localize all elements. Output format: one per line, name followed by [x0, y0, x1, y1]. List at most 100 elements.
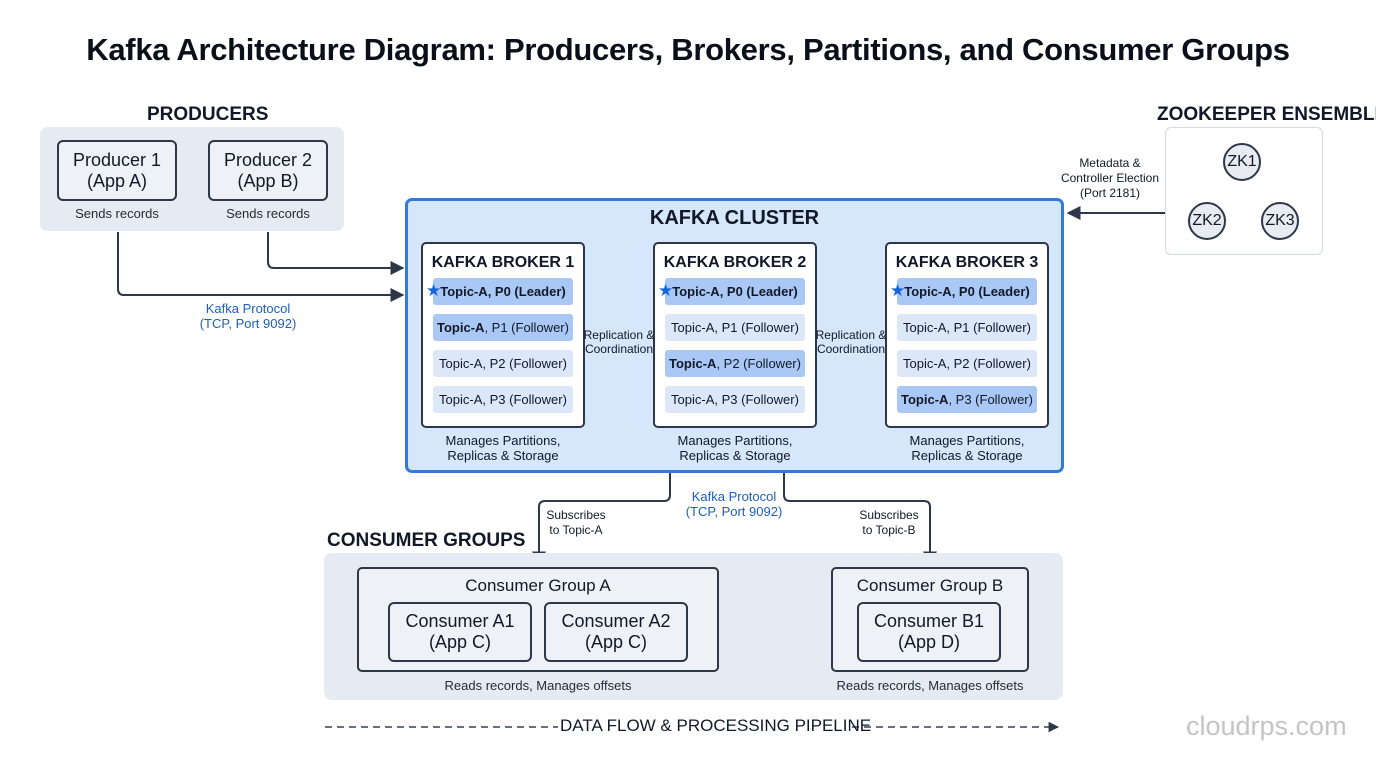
partition-topic: Topic-A — [903, 356, 947, 371]
consumer-a1-app: (App C) — [428, 632, 491, 652]
partition-topic: Topic-A — [669, 356, 717, 371]
consumer-b1-app: (App D) — [897, 632, 960, 652]
consumer-groups-heading: CONSUMER GROUPS — [327, 530, 526, 551]
producer1-arrow — [117, 232, 405, 302]
consumer-a2-name: Consumer A2 — [561, 611, 671, 631]
zookeeper-label-line2: Controller Election — [1060, 171, 1160, 185]
broker-2-desc-line1: Manages Partitions, — [677, 433, 793, 448]
broker-2-description: Manages Partitions, Replicas & Storage — [653, 433, 817, 463]
producer-1-name: Producer 1 — [72, 149, 162, 170]
broker-1-partition-p0[interactable]: ★Topic-A, P0 (Leader) — [426, 278, 573, 305]
replication-label-1: Replication & Coordination — [577, 328, 661, 356]
broker-3-desc-line1: Manages Partitions, — [909, 433, 1025, 448]
consumer-a2-box[interactable]: Consumer A2 (App C) — [544, 602, 688, 662]
broker-2[interactable]: KAFKA BROKER 2 ★Topic-A, P0 (Leader) Top… — [653, 242, 817, 428]
broker-1-partition-p3[interactable]: Topic-A, P3 (Follower) — [433, 386, 573, 413]
replication-label-2-line1: Replication & — [815, 328, 887, 342]
producers-heading: PRODUCERS — [147, 104, 269, 125]
subscribe-b-label: Subscribes to Topic-B — [849, 508, 929, 538]
consumer-protocol-label: Kafka Protocol (TCP, Port 9092) — [664, 489, 804, 519]
consumer-group-b-title: Consumer Group B — [856, 576, 1004, 595]
broker-1-partition-p1[interactable]: Topic-A, P1 (Follower) — [433, 314, 573, 341]
partition-topic: Topic-A — [904, 284, 952, 299]
broker-1-partition-p2[interactable]: Topic-A, P2 (Follower) — [433, 350, 573, 377]
producer2-arrow — [267, 232, 405, 275]
producer-2-name: Producer 2 — [223, 149, 313, 170]
consumer-b1-box[interactable]: Consumer B1 (App D) — [857, 602, 1001, 662]
producer-2-app: (App B) — [237, 170, 299, 191]
partition-detail: , P0 (Leader) — [719, 284, 798, 299]
consumer-a-arrow — [532, 473, 671, 566]
page-title: Kafka Architecture Diagram: Producers, B… — [86, 32, 1290, 67]
subscribe-a-label: Subscribes to Topic-A — [536, 508, 616, 538]
partition-topic: Topic-A — [671, 320, 715, 335]
partition-detail: , P3 (Follower) — [482, 392, 567, 407]
zookeeper-label-line3: (Port 2181) — [1079, 186, 1141, 200]
zookeeper-label-line1: Metadata & — [1079, 156, 1141, 170]
broker-3-partition-p2[interactable]: Topic-A, P2 (Follower) — [897, 350, 1037, 377]
broker-1-title: KAFKA BROKER 1 — [431, 254, 575, 271]
broker-1-desc-line2: Replicas & Storage — [447, 448, 559, 463]
broker-1-description: Manages Partitions, Replicas & Storage — [421, 433, 585, 463]
broker-3-description: Manages Partitions, Replicas & Storage — [885, 433, 1049, 463]
consumer-a2-app: (App C) — [584, 632, 647, 652]
consumer-protocol-line2: (TCP, Port 9092) — [685, 504, 783, 519]
producer-1-box[interactable]: Producer 1 (App A) — [57, 140, 177, 201]
partition-topic: Topic-A — [671, 392, 715, 407]
subscribe-a-line1: Subscribes — [546, 508, 606, 522]
partition-detail: , P1 (Follower) — [714, 320, 799, 335]
subscribe-a-line2: to Topic-A — [549, 523, 603, 537]
replication-label-2-line2: Coordination — [816, 342, 886, 356]
consumer-protocol-line1: Kafka Protocol — [691, 489, 777, 504]
broker-3-partition-p1[interactable]: Topic-A, P1 (Follower) — [897, 314, 1037, 341]
consumer-group-a-title: Consumer Group A — [465, 576, 611, 595]
leader-star-icon: ★ — [658, 281, 674, 300]
consumer-b1-name: Consumer B1 — [873, 611, 985, 631]
consumer-group-b-caption: Reads records, Manages offsets — [836, 678, 1024, 693]
leader-star-icon: ★ — [890, 281, 906, 300]
partition-detail: , P3 (Follower) — [948, 392, 1033, 407]
leader-star-icon: ★ — [426, 281, 442, 300]
producer-protocol-line1: Kafka Protocol — [205, 301, 291, 316]
broker-3-partition-p0[interactable]: ★Topic-A, P0 (Leader) — [890, 278, 1037, 305]
zk-node-1[interactable]: ZK1 — [1223, 143, 1261, 181]
partition-topic: Topic-A — [439, 356, 483, 371]
zookeeper-label: Metadata & Controller Election (Port 218… — [1050, 156, 1170, 201]
producer-1-caption: Sends records — [75, 206, 159, 221]
broker-2-partition-p2[interactable]: Topic-A, P2 (Follower) — [665, 350, 805, 377]
broker-2-partition-p1[interactable]: Topic-A, P1 (Follower) — [665, 314, 805, 341]
broker-1[interactable]: KAFKA BROKER 1 ★Topic-A, P0 (Leader) Top… — [421, 242, 585, 428]
partition-detail: , P2 (Follower) — [716, 356, 801, 371]
consumer-b-arrow — [783, 473, 937, 566]
zk-node-2[interactable]: ZK2 — [1188, 202, 1226, 240]
partition-topic: Topic-A — [901, 392, 949, 407]
broker-2-partition-p0[interactable]: ★Topic-A, P0 (Leader) — [658, 278, 805, 305]
producer-protocol-line2: (TCP, Port 9092) — [199, 316, 297, 331]
partition-topic: Topic-A — [672, 284, 720, 299]
broker-3[interactable]: KAFKA BROKER 3 ★Topic-A, P0 (Leader) Top… — [885, 242, 1049, 428]
producer-1-app: (App A) — [86, 170, 148, 191]
partition-detail: , P1 (Follower) — [946, 320, 1031, 335]
broker-3-title: KAFKA BROKER 3 — [895, 254, 1039, 271]
broker-3-partition-p3[interactable]: Topic-A, P3 (Follower) — [897, 386, 1037, 413]
partition-detail: , P3 (Follower) — [714, 392, 799, 407]
partition-topic: Topic-A — [437, 320, 485, 335]
broker-3-desc-line2: Replicas & Storage — [911, 448, 1023, 463]
partition-detail: , P0 (Leader) — [487, 284, 566, 299]
pipeline-label: DATA FLOW & PROCESSING PIPELINE — [560, 716, 872, 735]
replication-label-1-line1: Replication & — [583, 328, 655, 342]
broker-2-partition-p3[interactable]: Topic-A, P3 (Follower) — [665, 386, 805, 413]
broker-1-desc-line1: Manages Partitions, — [445, 433, 561, 448]
partition-topic: Topic-A — [440, 284, 488, 299]
replication-label-2: Replication & Coordination — [809, 328, 893, 356]
consumer-group-a-caption: Reads records, Manages offsets — [444, 678, 632, 693]
replication-label-1-line2: Coordination — [584, 342, 654, 356]
broker-2-title: KAFKA BROKER 2 — [663, 254, 807, 271]
consumer-a1-box[interactable]: Consumer A1 (App C) — [388, 602, 532, 662]
broker-2-desc-line2: Replicas & Storage — [679, 448, 791, 463]
partition-topic: Topic-A — [903, 320, 947, 335]
partition-topic: Topic-A — [439, 392, 483, 407]
zk-node-3[interactable]: ZK3 — [1261, 202, 1299, 240]
cluster-heading: KAFKA CLUSTER — [649, 207, 820, 229]
producer-2-box[interactable]: Producer 2 (App B) — [208, 140, 328, 201]
